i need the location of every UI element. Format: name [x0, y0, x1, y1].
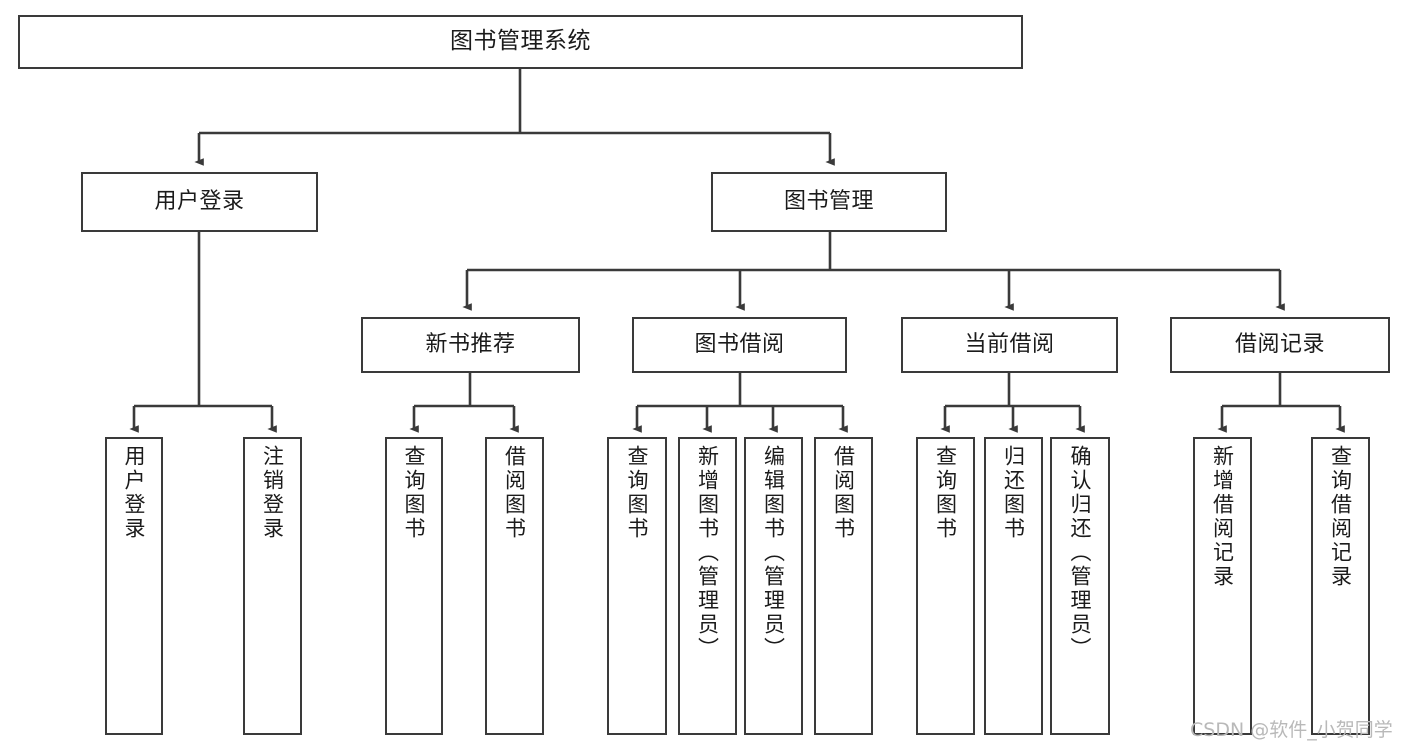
node-label: 图书管理系统	[450, 28, 591, 55]
node-label: 借阅图书	[502, 445, 527, 541]
node-label: 新增图书（管理员）	[695, 445, 720, 661]
node-label: 查询图书	[933, 445, 958, 541]
node-label: 图书借阅	[694, 332, 785, 358]
node-book-management[interactable]: 图书管理	[711, 172, 947, 232]
csdn-watermark: CSDN @软件_小贺同学	[1190, 719, 1393, 741]
leaf-query-book-borrow[interactable]: 查询图书	[607, 437, 667, 735]
node-label: 借阅图书	[831, 445, 856, 541]
edges-bookborrow-to-leaves	[632, 373, 848, 433]
leaf-add-book[interactable]: 新增图书（管理员）	[678, 437, 737, 735]
node-label: 确认归还（管理员）	[1068, 445, 1093, 661]
leaf-confirm-return[interactable]: 确认归还（管理员）	[1050, 437, 1110, 735]
leaf-query-borrow-record[interactable]: 查询借阅记录	[1311, 437, 1370, 735]
leaf-borrow-book-recommend[interactable]: 借阅图书	[485, 437, 544, 735]
node-label: 编辑图书（管理员）	[761, 445, 786, 661]
node-label: 新增借阅记录	[1210, 445, 1235, 589]
leaf-edit-book[interactable]: 编辑图书（管理员）	[744, 437, 803, 735]
leaf-add-borrow-record[interactable]: 新增借阅记录	[1193, 437, 1252, 735]
leaf-logout[interactable]: 注销登录	[243, 437, 302, 735]
leaf-user-login[interactable]: 用户登录	[105, 437, 163, 735]
node-label: 查询图书	[402, 445, 427, 541]
node-label: 用户登录	[154, 189, 245, 215]
edges-newbook-to-leaves	[409, 373, 519, 433]
node-current-borrow[interactable]: 当前借阅	[901, 317, 1118, 373]
node-label: 用户登录	[122, 445, 147, 541]
edges-root-to-level2	[194, 69, 835, 166]
node-user-login[interactable]: 用户登录	[81, 172, 318, 232]
edges-borrowrecord-to-leaves	[1217, 373, 1345, 433]
leaf-query-book-current[interactable]: 查询图书	[916, 437, 975, 735]
node-label: 当前借阅	[964, 332, 1055, 358]
leaf-query-book-recommend[interactable]: 查询图书	[385, 437, 443, 735]
node-label: 查询借阅记录	[1328, 445, 1353, 589]
node-label: 注销登录	[260, 445, 285, 541]
leaf-borrow-book[interactable]: 借阅图书	[814, 437, 873, 735]
edges-userlogin-to-leaves	[129, 232, 277, 433]
node-label: 归还图书	[1001, 445, 1026, 541]
node-label: 借阅记录	[1234, 332, 1325, 358]
node-root-system[interactable]: 图书管理系统	[18, 15, 1023, 69]
node-borrow-record[interactable]: 借阅记录	[1170, 317, 1390, 373]
node-new-book-recommend[interactable]: 新书推荐	[361, 317, 580, 373]
edges-currentborrow-to-leaves	[940, 373, 1085, 433]
leaf-return-book[interactable]: 归还图书	[984, 437, 1043, 735]
node-label: 查询图书	[625, 445, 650, 541]
node-label: 新书推荐	[425, 332, 516, 358]
node-label: 图书管理	[783, 189, 874, 215]
edges-bookmanagement-to-level3	[462, 232, 1285, 311]
node-book-borrow[interactable]: 图书借阅	[632, 317, 847, 373]
